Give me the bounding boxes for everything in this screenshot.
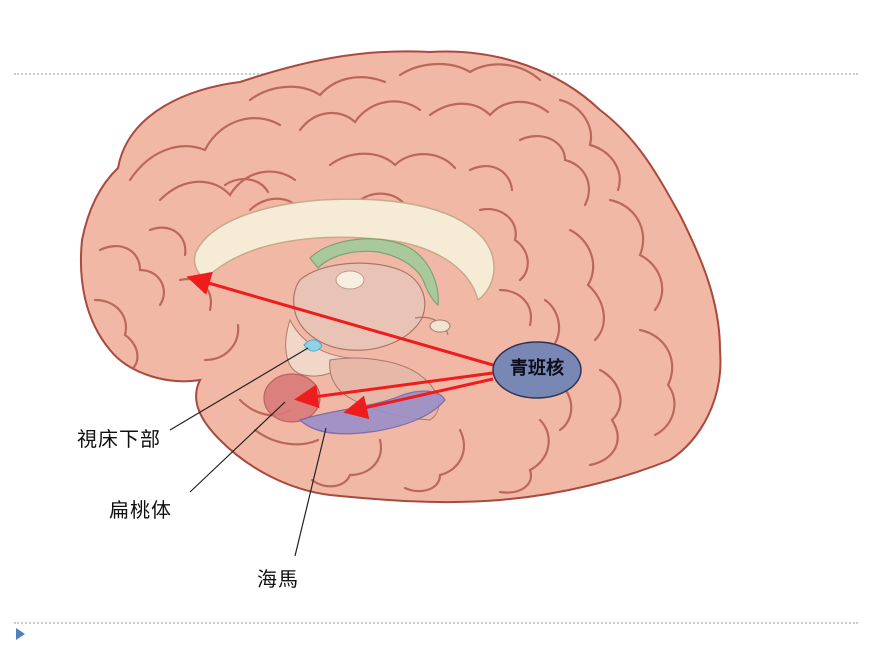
slide-nav-triangle-icon[interactable] — [16, 628, 25, 640]
label-amygdala: 扁桃体 — [109, 494, 172, 523]
bottom-dotted-rule — [14, 622, 858, 624]
pineal-body — [430, 320, 450, 332]
mass-intermedia — [336, 271, 364, 289]
label-hypothalamus: 視床下部 — [77, 423, 161, 452]
label-hippocampus: 海馬 — [257, 563, 299, 592]
label-locus-coeruleus: 青班核 — [493, 354, 581, 380]
